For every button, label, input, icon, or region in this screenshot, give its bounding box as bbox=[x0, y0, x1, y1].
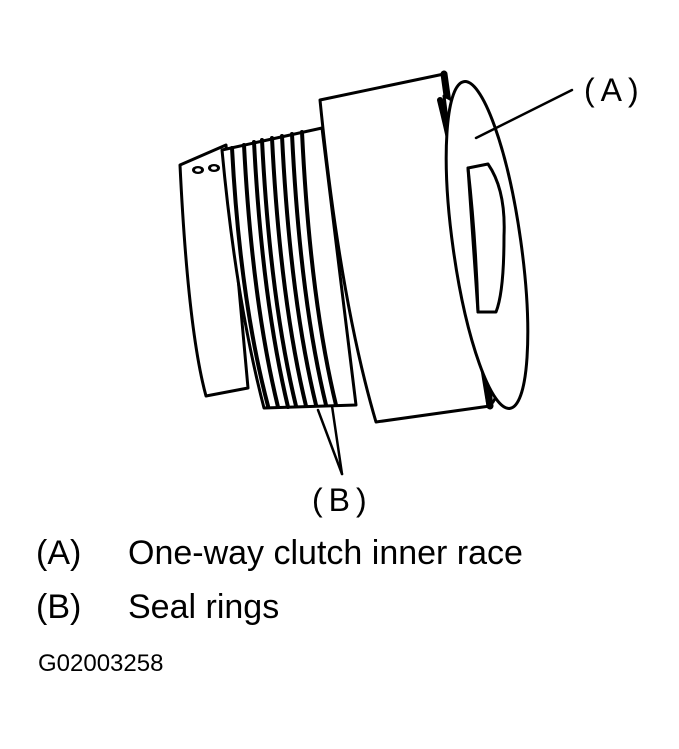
legend-text: One-way clutch inner race bbox=[128, 534, 523, 572]
callout-label-a: (A) bbox=[584, 72, 645, 108]
legend-key: (B) bbox=[36, 588, 82, 626]
figure-code: G02003258 bbox=[38, 650, 164, 677]
legend: (A) One-way clutch inner race (B) Seal r… bbox=[36, 536, 523, 644]
leader-line-a bbox=[474, 88, 574, 140]
leader-line-b-1 bbox=[316, 408, 344, 476]
legend-item: (B) Seal rings bbox=[36, 590, 523, 644]
callout-label-b: (B) bbox=[312, 482, 373, 518]
seal-ring-section bbox=[220, 126, 358, 410]
legend-text: Seal rings bbox=[128, 588, 280, 626]
legend-item: (A) One-way clutch inner race bbox=[36, 536, 523, 590]
inner-race-boss bbox=[466, 162, 506, 314]
leader-line-b-2 bbox=[330, 404, 344, 476]
legend-key: (A) bbox=[36, 534, 82, 572]
